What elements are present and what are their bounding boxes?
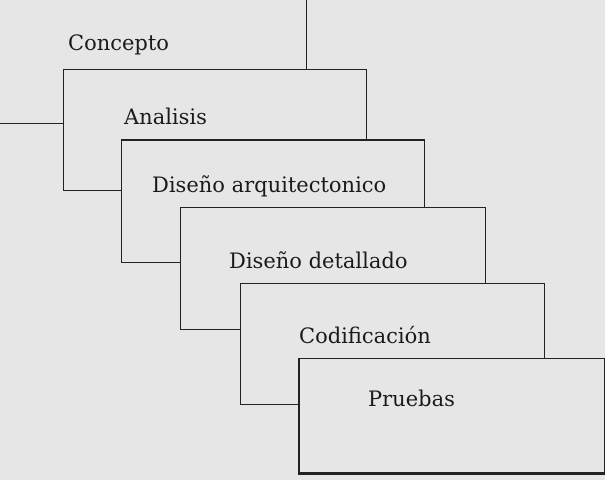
stage-label-diseno-arquitectonico: Diseño arquitectonico: [152, 173, 387, 197]
stage-label-diseno-detallado: Diseño detallado: [229, 249, 408, 273]
stage-label-pruebas: Pruebas: [368, 387, 455, 411]
stage-label-codificacion: Codificación: [299, 324, 431, 348]
stage-card-pruebas: Pruebas: [298, 358, 605, 475]
stage-label-analisis: Analisis: [124, 105, 207, 129]
stage-label-concepto: Concepto: [68, 31, 169, 55]
